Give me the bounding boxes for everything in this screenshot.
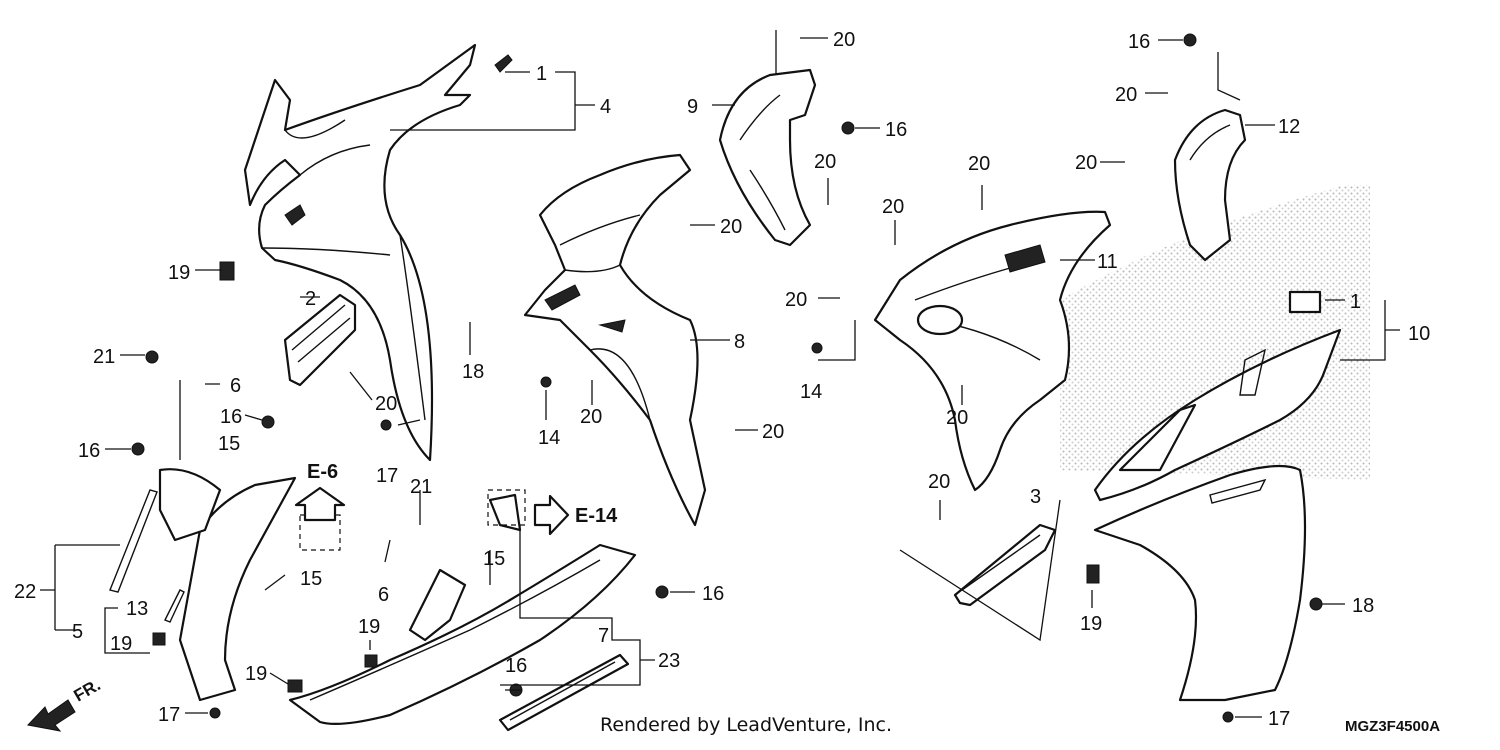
callout-c15a[interactable]: 15: [218, 433, 240, 455]
upper-cowl-part-4[interactable]: [243, 43, 513, 462]
callout-c20e[interactable]: 20: [833, 29, 855, 51]
callout-c19d[interactable]: 19: [245, 663, 267, 685]
callout-c20k[interactable]: 20: [928, 471, 950, 493]
callout-c16a[interactable]: 16: [220, 406, 242, 428]
callout-c19a[interactable]: 19: [168, 262, 190, 284]
leader-lines: [40, 30, 1400, 718]
diagram-code: MGZ3F4500A: [1345, 718, 1440, 735]
callout-c20d[interactable]: 20: [762, 421, 784, 443]
callout-c20b[interactable]: 20: [720, 216, 742, 238]
callout-c20a[interactable]: 20: [375, 393, 397, 415]
callout-c20g[interactable]: 20: [968, 153, 990, 175]
lower-cowl-left[interactable]: [109, 468, 297, 702]
callout-c19b[interactable]: 19: [110, 633, 132, 655]
callout-c18a[interactable]: 18: [462, 361, 484, 383]
callout-c20m[interactable]: 20: [1075, 152, 1097, 174]
reference-arrow-e14[interactable]: E-14: [533, 494, 618, 536]
callout-c12[interactable]: 12: [1278, 116, 1300, 138]
callout-c6b[interactable]: 6: [378, 584, 389, 606]
callout-c20f[interactable]: 20: [814, 151, 836, 173]
dashed-guides: [299, 489, 526, 551]
inner-panel-part-3[interactable]: [953, 523, 1057, 607]
inner-panel-part-2[interactable]: [283, 293, 357, 387]
inner-cowl-part-11[interactable]: [873, 210, 1112, 492]
callout-c1a[interactable]: 1: [536, 63, 547, 85]
bracket-part-9[interactable]: [718, 68, 817, 247]
callout-c21a[interactable]: 21: [93, 346, 115, 368]
fasteners: [131, 33, 1323, 723]
callout-c17a[interactable]: 17: [376, 465, 398, 487]
callout-c6a[interactable]: 6: [230, 375, 241, 397]
callout-c16b[interactable]: 16: [78, 440, 100, 462]
callout-c23[interactable]: 23: [658, 650, 680, 672]
front-label: FR.: [71, 675, 104, 705]
callout-c18b[interactable]: 18: [1352, 595, 1374, 617]
callout-c10[interactable]: 10: [1408, 323, 1430, 345]
callout-c20c[interactable]: 20: [580, 406, 602, 428]
callout-c8[interactable]: 8: [734, 331, 745, 353]
ref-label-e14: E-14: [575, 505, 618, 527]
callout-c5[interactable]: 5: [72, 621, 83, 643]
callout-c13[interactable]: 13: [126, 598, 148, 620]
callout-c22[interactable]: 22: [14, 581, 36, 603]
callout-c1b[interactable]: 1: [1350, 291, 1361, 313]
callout-c7[interactable]: 7: [598, 625, 609, 647]
middle-cowl-part-8[interactable]: [523, 153, 707, 527]
callout-c17b[interactable]: 17: [158, 704, 180, 726]
callout-c11[interactable]: 11: [1097, 251, 1118, 273]
callout-c15c[interactable]: 15: [483, 548, 505, 570]
callout-c4[interactable]: 4: [600, 96, 611, 118]
callout-c14a[interactable]: 14: [538, 427, 560, 449]
callout-c17c[interactable]: 17: [1268, 708, 1290, 730]
callout-c14b[interactable]: 14: [800, 381, 822, 403]
callout-c3[interactable]: 3: [1030, 486, 1041, 508]
side-cowl-part-10[interactable]: [1093, 290, 1342, 702]
ref-label-e6: E-6: [307, 461, 338, 483]
callout-c19e[interactable]: 19: [1080, 613, 1102, 635]
callout-c20l[interactable]: 20: [1115, 84, 1137, 106]
callout-c16e[interactable]: 16: [885, 119, 907, 141]
bracket-part-12[interactable]: [1173, 108, 1247, 262]
callout-c16c[interactable]: 16: [702, 583, 724, 605]
callout-c15b[interactable]: 15: [300, 568, 322, 590]
callout-c20j[interactable]: 20: [946, 407, 968, 429]
callout-c19c[interactable]: 19: [358, 616, 380, 638]
callout-c20h[interactable]: 20: [882, 196, 904, 218]
callout-c2[interactable]: 2: [305, 288, 316, 310]
stripe-part-23[interactable]: [498, 653, 630, 732]
under-cowl-part-7[interactable]: [288, 493, 637, 725]
callout-c21b[interactable]: 21: [410, 476, 432, 498]
credit-text: Rendered by LeadVenture, Inc.: [600, 714, 892, 736]
callout-c16f[interactable]: 16: [1128, 31, 1150, 53]
callout-c9[interactable]: 9: [687, 96, 698, 118]
callout-c20i[interactable]: 20: [785, 289, 807, 311]
reference-arrow-e6[interactable]: E-6: [294, 461, 346, 522]
callout-c16d[interactable]: 16: [505, 655, 527, 677]
front-direction-indicator: FR.: [27, 675, 104, 732]
